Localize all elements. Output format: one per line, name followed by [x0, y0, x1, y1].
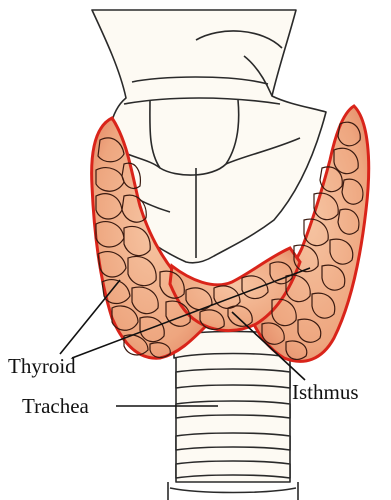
isthmus-label: Isthmus — [292, 382, 359, 403]
thyroid-label: Thyroid — [8, 356, 76, 377]
trachea-label: Trachea — [22, 396, 89, 417]
trachea — [168, 332, 298, 500]
